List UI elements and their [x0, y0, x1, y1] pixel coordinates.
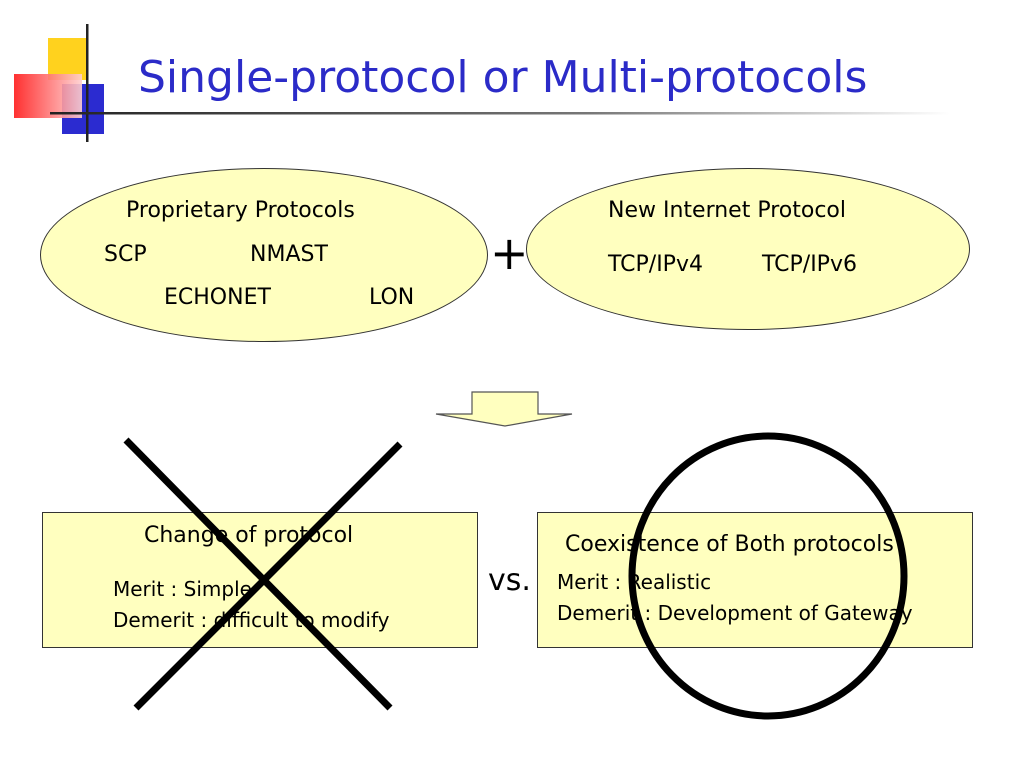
- new-internet-protocol-ellipse: [526, 168, 970, 330]
- logo-red-bar: [14, 74, 82, 118]
- protocol-tcp-ipv6: TCP/IPv6: [762, 252, 857, 277]
- protocol-scp: SCP: [104, 242, 147, 267]
- protocol-echonet: ECHONET: [164, 285, 271, 310]
- cross-mark-stroke-1: [123, 437, 393, 711]
- logo-yellow-square: [48, 38, 88, 80]
- cross-mark-stroke-2: [133, 441, 403, 711]
- page-title: Single-protocol or Multi-protocols: [138, 52, 868, 103]
- proprietary-protocols-heading: Proprietary Protocols: [126, 198, 355, 223]
- logo-vertical-line: [86, 24, 89, 142]
- protocol-lon: LON: [369, 285, 415, 310]
- circle-mark: [628, 432, 908, 720]
- protocol-tcp-ipv4: TCP/IPv4: [608, 252, 703, 277]
- change-merit-text: Merit : Simple: [113, 577, 252, 601]
- plus-sign: +: [490, 226, 529, 280]
- new-internet-protocol-heading: New Internet Protocol: [608, 198, 846, 223]
- vs-label: vs.: [488, 563, 531, 598]
- protocol-nmast: NMAST: [250, 242, 328, 267]
- coexistence-heading: Coexistence of Both protocols: [565, 532, 894, 557]
- logo-horizontal-line: [50, 112, 950, 115]
- proprietary-protocols-ellipse: [40, 168, 488, 342]
- coexistence-demerit-text: Demerit : Development of Gateway: [557, 601, 913, 625]
- change-demerit-text: Demerit : difficult to modify: [113, 608, 390, 632]
